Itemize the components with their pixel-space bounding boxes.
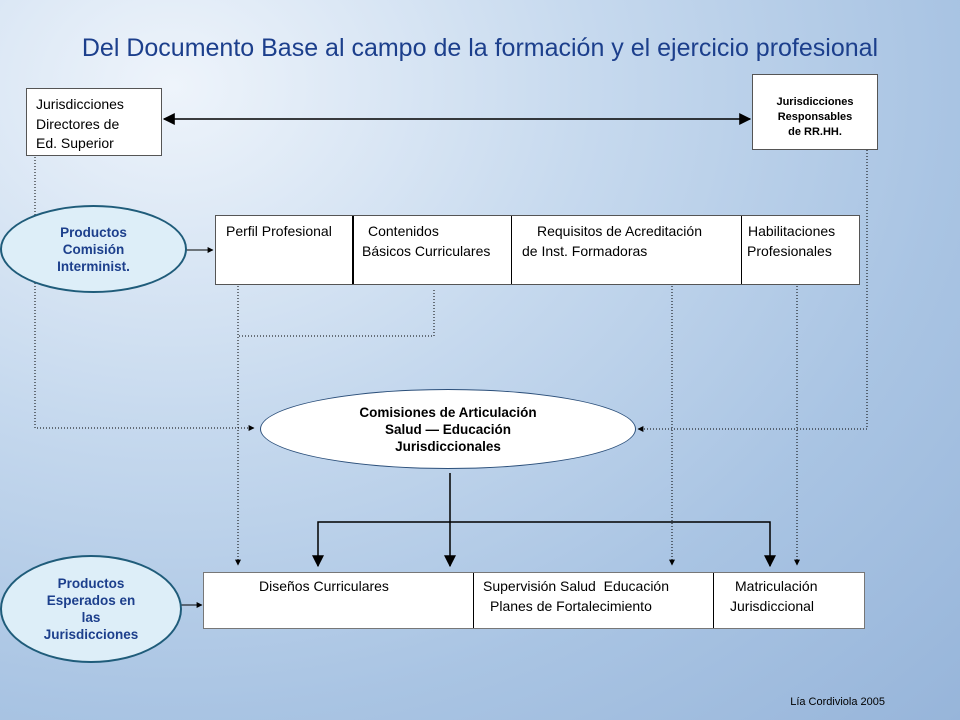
comision-line1: Productos — [60, 224, 127, 240]
results-row-box: Diseños Curriculares Supervisión Salud E… — [203, 572, 865, 629]
results-divider-2 — [713, 573, 714, 628]
comision-line3: Interminist. — [57, 258, 130, 274]
dotted-rrhh-to-comisiones — [637, 150, 868, 432]
author-credit: Lía Cordiviola 2005 — [790, 696, 885, 708]
habilitaciones-line2: Profesionales — [747, 243, 832, 259]
comisiones-line3: Jurisdiccionales — [395, 438, 501, 454]
matriculacion-line1: Matriculación — [735, 578, 818, 594]
rrhh-line1: Jurisdicciones — [776, 96, 854, 108]
results-divider-1 — [473, 573, 474, 628]
supervision-line2: Planes de Fortalecimiento — [490, 598, 652, 614]
comisiones-line1: Comisiones de Articulación — [359, 404, 537, 420]
page-title: Del Documento Base al campo de la formac… — [81, 34, 879, 62]
oval-productos-esperados: Productos Esperados en las Jurisdiccione… — [0, 555, 182, 663]
box-jurisdicciones-directores: Jurisdicciones Directores de Ed. Superio… — [26, 88, 162, 156]
esperados-line1: Productos — [57, 576, 125, 591]
requisitos-line2: de Inst. Formadoras — [522, 243, 648, 259]
products-divider-3 — [741, 216, 742, 284]
directores-line2: Directores de — [36, 116, 120, 132]
contenidos-line2: Básicos Curriculares — [362, 243, 491, 259]
contenidos-line1: Contenidos — [368, 223, 439, 239]
supervision-line1: Supervisión Salud Educación — [483, 578, 670, 594]
dotted-directores-to-comisiones — [34, 157, 255, 431]
rrhh-line3: de RR.HH. — [788, 126, 842, 138]
box-jurisdicciones-rrhh: Jurisdicciones Responsables de RR.HH. — [752, 74, 878, 150]
oval-comisiones-articulacion: Comisiones de Articulación Salud — Educa… — [260, 389, 636, 469]
habilitaciones-line1: Habilitaciones — [748, 223, 836, 239]
products-row-box: Perfil Profesional Contenidos Básicos Cu… — [215, 215, 860, 285]
rrhh-line2: Responsables — [777, 111, 853, 123]
directores-line3: Ed. Superior — [36, 135, 114, 151]
matriculacion-line2: Jurisdiccional — [730, 598, 815, 614]
oval-productos-comision: Productos Comisión Interminist. — [0, 205, 187, 293]
esperados-line3: las — [81, 610, 101, 625]
perfil-profesional: Perfil Profesional — [226, 223, 332, 239]
comision-line2: Comisión — [62, 241, 125, 257]
arrow-bracket-left — [312, 521, 776, 568]
products-divider-1 — [352, 216, 354, 284]
directores-line1: Jurisdicciones — [36, 96, 124, 112]
esperados-line2: Esperados en — [46, 593, 136, 608]
comisiones-line2: Salud — Educación — [384, 421, 511, 437]
dotted-contenidos-connector — [238, 290, 435, 337]
products-divider-2 — [511, 216, 512, 284]
esperados-line4: Jurisdicciones — [43, 627, 139, 642]
disenos-curriculares: Diseños Curriculares — [259, 578, 389, 594]
requisitos-line1: Requisitos de Acreditación — [537, 223, 702, 239]
